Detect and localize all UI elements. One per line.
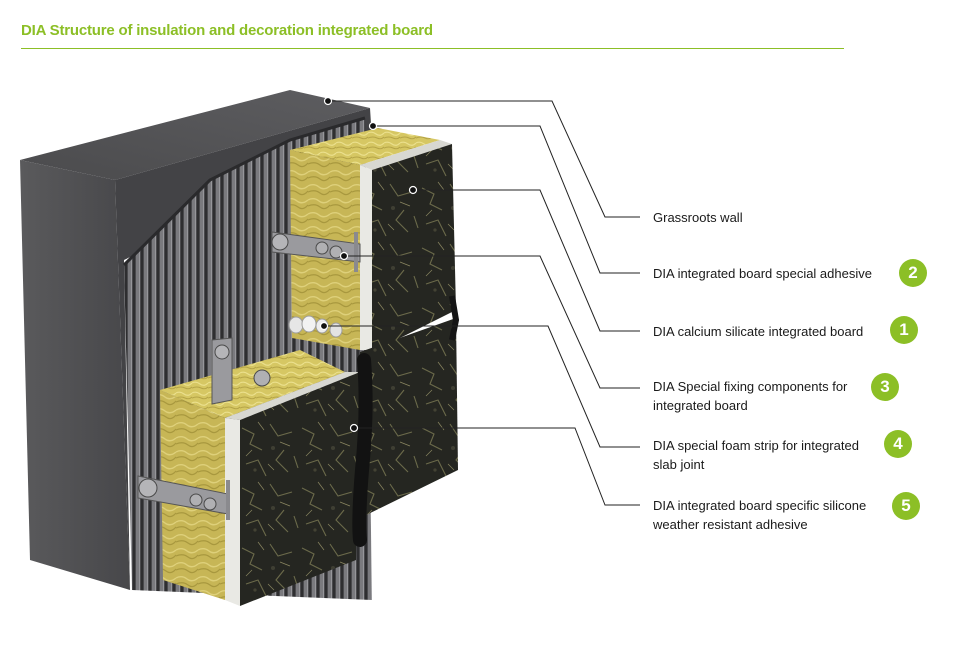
fixing-bracket-upper: [271, 231, 361, 272]
callout-fixing-components: DIA Special fixing components for integr…: [653, 377, 847, 415]
callout-line: weather resistant adhesive: [653, 517, 808, 532]
title-divider: [21, 48, 844, 49]
lower-insulation-top: [160, 350, 345, 418]
upper-stone-edge: [360, 165, 372, 350]
callout-line: Grassroots wall: [653, 210, 743, 225]
lower-stone-top: [225, 372, 360, 420]
callout-badge-3: 3: [871, 373, 899, 401]
leader-dot-silicone-adhesive: [349, 423, 359, 433]
upper-stone-face: [372, 144, 456, 352]
callout-special-adhesive: DIA integrated board special adhesive: [653, 264, 872, 283]
callout-silicone-adhesive: DIA integrated board specific silicone w…: [653, 496, 866, 534]
callout-grassroots-wall: Grassroots wall: [653, 208, 743, 227]
callout-badge-2: 2: [899, 259, 927, 287]
leader-calcium-silicate-board: [413, 189, 640, 332]
callout-line: DIA calcium silicate integrated board: [653, 324, 864, 339]
leader-dot-grassroots-wall: [323, 96, 333, 106]
leader-lines: [324, 100, 640, 506]
right-stone-face: [356, 318, 458, 520]
page-title: DIA Structure of insulation and decorati…: [21, 22, 433, 39]
leader-dot-fixing-components: [339, 251, 349, 261]
upper-stone-top: [360, 140, 452, 170]
callout-line: slab joint: [653, 457, 705, 472]
leader-grassroots-wall: [328, 100, 640, 218]
lower-stone-face: [240, 372, 360, 606]
callout-line: DIA Special fixing components for: [653, 379, 848, 394]
upper-insulation-top: [290, 128, 440, 165]
lower-stone-edge: [225, 418, 240, 606]
fixing-bracket-middle: [211, 337, 271, 405]
callout-line: DIA integrated board specific silicone: [653, 498, 867, 513]
leader-dots: [319, 96, 418, 433]
callout-line: DIA integrated board special adhesive: [653, 266, 872, 281]
callout-calcium-silicate-board: DIA calcium silicate integrated board: [653, 322, 863, 341]
callout-line: DIA special foam strip for integrated: [653, 438, 859, 453]
fixing-bracket-lower: [137, 475, 230, 520]
leader-silicone-adhesive: [354, 427, 640, 506]
leader-foam-strip: [324, 325, 640, 448]
callout-line: integrated board: [653, 398, 748, 413]
callout-badge-1: 1: [890, 316, 918, 344]
wall-top-face: [20, 90, 370, 180]
leader-dot-foam-strip: [319, 321, 329, 331]
leader-dot-calcium-silicate-board: [408, 185, 418, 195]
callout-badge-4: 4: [884, 430, 912, 458]
wall-front-face: [20, 160, 130, 590]
silicone-sealant-bead: [352, 353, 373, 547]
adhesive-edge: [122, 116, 366, 267]
leader-fixing-components: [344, 255, 640, 389]
silicone-sealant-gap: [449, 295, 460, 341]
callout-foam-strip: DIA special foam strip for integrated sl…: [653, 436, 859, 474]
leader-special-adhesive: [373, 125, 640, 274]
leader-dot-special-adhesive: [368, 121, 378, 131]
callout-badge-5: 5: [892, 492, 920, 520]
